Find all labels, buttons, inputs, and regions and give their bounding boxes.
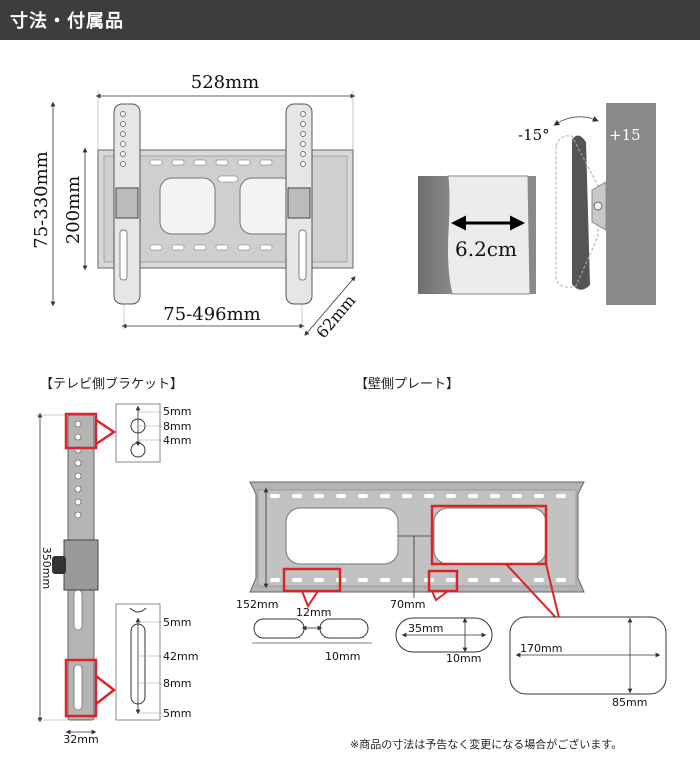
wall-plate-title: 【壁側プレート】 xyxy=(355,377,459,392)
width-range-label: 75-496mm xyxy=(163,304,260,325)
width-label: 528mm xyxy=(191,72,260,93)
top-detail-dim-1: 5mm xyxy=(163,405,191,418)
plate-dim-170: 170mm xyxy=(520,642,562,655)
tilt-minus-label: -15° xyxy=(518,126,550,144)
bottom-detail-dim-2: 42mm xyxy=(163,650,198,663)
mount-front-view xyxy=(50,90,356,336)
bracket-length-label: 350mm xyxy=(40,547,53,589)
plate-dim-10a: 10mm xyxy=(325,650,360,663)
bracket-width-label: 32mm xyxy=(63,733,98,746)
height-range-label: 75-330mm xyxy=(31,151,52,248)
bottom-detail-dim-3: 8mm xyxy=(163,677,191,690)
plate-dim-152: 152mm xyxy=(236,598,278,611)
depth-diagram xyxy=(418,175,536,295)
tv-bracket-title: 【テレビ側ブラケット】 xyxy=(40,376,183,392)
plate-dim-85: 85mm xyxy=(612,696,647,709)
depth-label: 62mm xyxy=(312,291,359,342)
tv-bracket-drawing xyxy=(36,403,162,735)
wall-plate-drawing xyxy=(249,481,667,695)
plate-dim-10b: 10mm xyxy=(446,652,481,665)
top-detail-dim-3: 4mm xyxy=(163,434,191,447)
top-detail-dim-2: 8mm xyxy=(163,420,191,433)
plate-dim-70: 70mm xyxy=(390,598,425,611)
depth-cm-label: 6.2cm xyxy=(455,237,517,261)
plate-dim-35: 35mm xyxy=(408,622,443,635)
section-header: 寸法・付属品 xyxy=(0,0,700,40)
inner-height-label: 200mm xyxy=(63,176,84,245)
section-title: 寸法・付属品 xyxy=(10,11,124,32)
plate-dim-12: 12mm xyxy=(296,606,331,619)
bottom-detail-dim-4: 5mm xyxy=(163,707,191,720)
bottom-detail-dim-1: 5mm xyxy=(163,616,191,629)
tilt-diagram xyxy=(553,103,656,305)
tilt-plus-label: +15 xyxy=(609,126,641,144)
footer-note: ※商品の寸法は予告なく変更になる場合がございます。 xyxy=(350,737,622,751)
